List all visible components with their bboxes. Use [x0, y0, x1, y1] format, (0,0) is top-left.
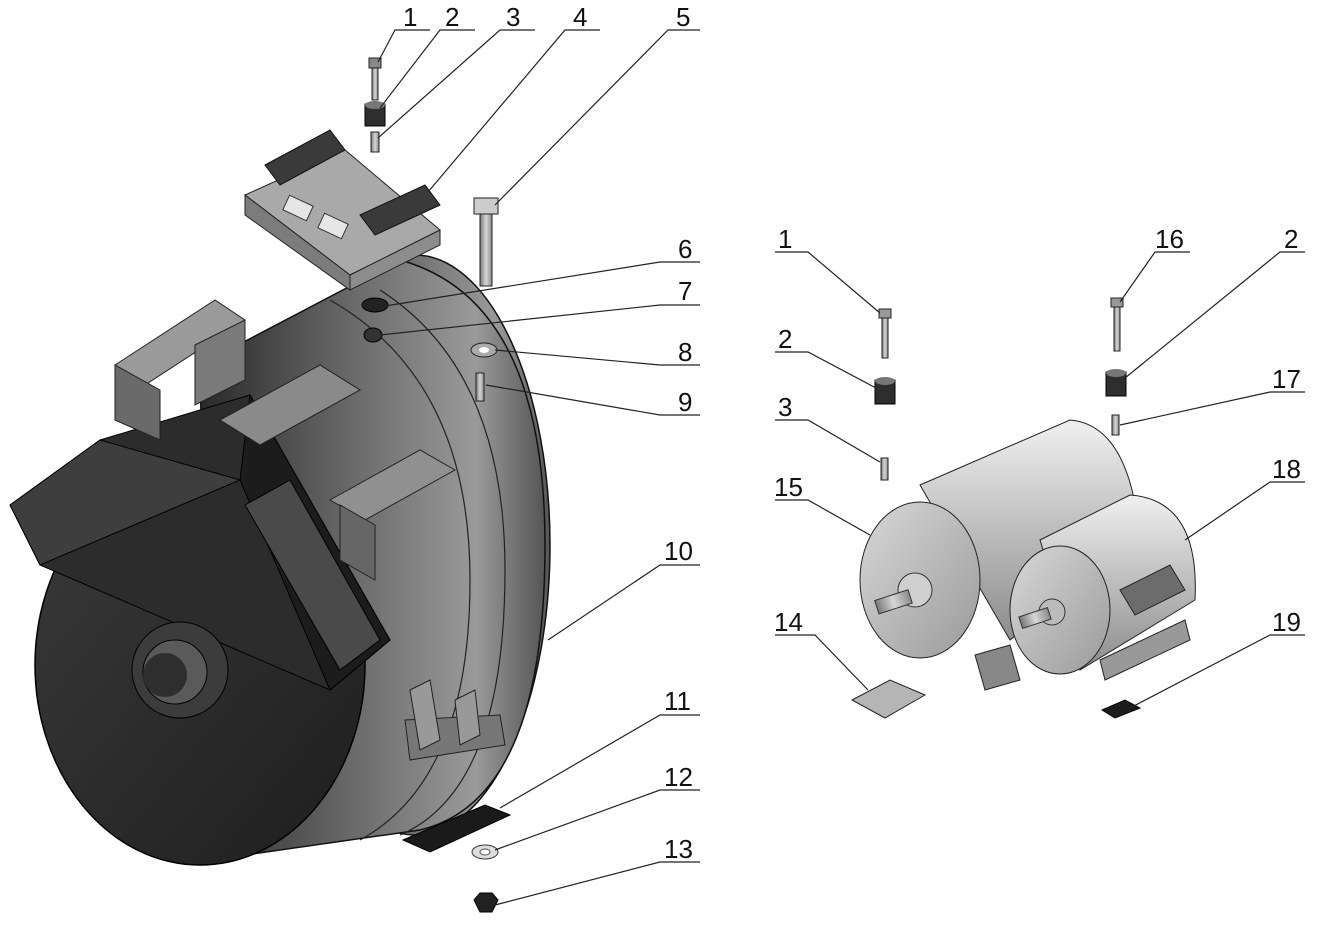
callout-10: 10 — [664, 536, 693, 566]
hex-bolt-1-right — [878, 308, 892, 359]
washer-12 — [471, 844, 499, 860]
leader-1-right — [775, 251, 881, 314]
washer-8 — [470, 342, 498, 358]
callout-13: 13 — [664, 834, 693, 864]
leader-12 — [494, 789, 700, 851]
stud-9 — [475, 372, 485, 402]
callout-3-right: 3 — [778, 392, 792, 422]
callout-18: 18 — [1272, 454, 1301, 484]
leader-7 — [379, 304, 700, 336]
callout-2: 2 — [445, 2, 459, 32]
callout-1-right: 1 — [778, 224, 792, 254]
leader-14 — [775, 634, 869, 691]
bushing-2-right — [874, 377, 896, 405]
leader-11 — [499, 714, 700, 809]
callout-19: 19 — [1272, 607, 1301, 637]
leader-8 — [494, 349, 700, 366]
leader-13 — [494, 861, 700, 906]
pin-3 — [370, 131, 380, 153]
leader-1 — [377, 29, 430, 63]
drum-unit — [9, 254, 551, 866]
leader-9 — [485, 384, 700, 416]
callout-11: 11 — [664, 686, 691, 716]
pin-17 — [1111, 414, 1120, 436]
leader-10 — [547, 564, 700, 641]
leader-2 — [379, 29, 475, 109]
motor-15 — [859, 419, 1141, 691]
shim-11 — [401, 804, 512, 853]
leader-4 — [427, 29, 600, 193]
leader-3 — [377, 29, 535, 139]
leader-2-right — [775, 351, 877, 389]
callout-2-right: 2 — [778, 324, 792, 354]
callout-12: 12 — [664, 762, 693, 792]
callout-9: 9 — [678, 387, 692, 417]
callout-15: 15 — [774, 472, 803, 502]
callout-6: 6 — [678, 234, 692, 264]
bushing-2-far-right — [1105, 369, 1127, 397]
bushing-2 — [364, 101, 386, 127]
callout-16: 16 — [1155, 224, 1184, 254]
callout-3: 3 — [506, 2, 520, 32]
shim-19 — [1100, 699, 1142, 719]
leader-2-far-right — [1124, 251, 1305, 379]
callout-7: 7 — [678, 276, 692, 306]
callout-5: 5 — [676, 2, 690, 32]
hex-bolt-16 — [1110, 297, 1124, 352]
leader-15 — [775, 499, 871, 536]
leader-16 — [1119, 251, 1190, 303]
callout-14: 14 — [774, 607, 803, 637]
long-bolt-5 — [473, 197, 499, 287]
nut-13 — [473, 892, 499, 913]
callouts: 1 2 3 4 5 6 7 8 9 10 11 12 13 1 2 3 — [377, 2, 1305, 906]
leader-19 — [1129, 634, 1305, 709]
callout-17: 17 — [1272, 364, 1301, 394]
leader-5 — [494, 29, 700, 206]
callout-2-far-right: 2 — [1284, 224, 1298, 254]
callout-8: 8 — [678, 337, 692, 367]
washer-6 — [361, 297, 389, 313]
base-frame — [244, 129, 441, 291]
leader-17 — [1119, 391, 1305, 426]
leader-3-right — [775, 419, 881, 463]
callout-4: 4 — [573, 2, 587, 32]
motor-18 — [1009, 494, 1196, 681]
leader-6 — [384, 261, 700, 307]
shim-14 — [850, 679, 927, 719]
pin-3-right — [880, 457, 889, 481]
nut-7 — [363, 327, 383, 343]
callout-1: 1 — [403, 2, 417, 32]
hex-bolt-1 — [368, 57, 382, 101]
leader-18 — [1184, 481, 1305, 541]
